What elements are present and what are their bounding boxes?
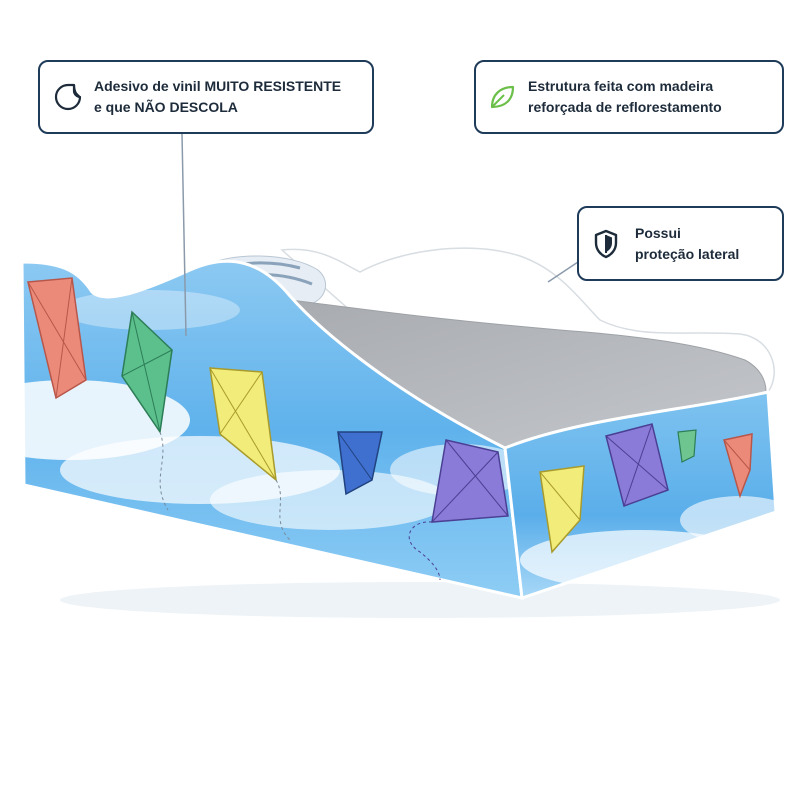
wood-callout-line2: reforçada de reflorestamento <box>528 99 722 115</box>
kite-blue <box>337 431 383 496</box>
kite-purple-side <box>605 423 669 507</box>
kite-yellow-side <box>539 465 585 554</box>
kite-purple <box>408 439 509 581</box>
kite-yellow <box>209 367 291 541</box>
wood-structure-callout: Estrutura feita com madeira reforçada de… <box>474 60 784 134</box>
vinyl-callout-line2: e que NÃO DESCOLA <box>94 99 238 115</box>
vinyl-callout-line1: Adesivo de vinil MUITO RESISTENTE <box>94 78 342 94</box>
kite-green <box>121 310 173 511</box>
sticker-peel-icon <box>50 82 86 112</box>
kite-red-side <box>723 433 753 499</box>
side-callout-line2: proteção lateral <box>635 245 740 262</box>
shield-icon <box>591 229 621 259</box>
side-connector-line <box>547 261 579 283</box>
kite-red <box>27 277 87 400</box>
leaf-icon <box>486 82 518 112</box>
floor-shadow <box>60 582 780 618</box>
vinyl-sticker-callout: Adesivo de vinil MUITO RESISTENTE e que … <box>38 60 374 134</box>
wood-callout-line1: Estrutura feita com madeira <box>528 78 714 94</box>
side-callout-line1: Possui <box>635 224 681 241</box>
vinyl-connector-line <box>181 133 187 337</box>
kite-green-side <box>677 429 697 463</box>
side-protection-callout: Possui proteção lateral <box>577 206 784 281</box>
